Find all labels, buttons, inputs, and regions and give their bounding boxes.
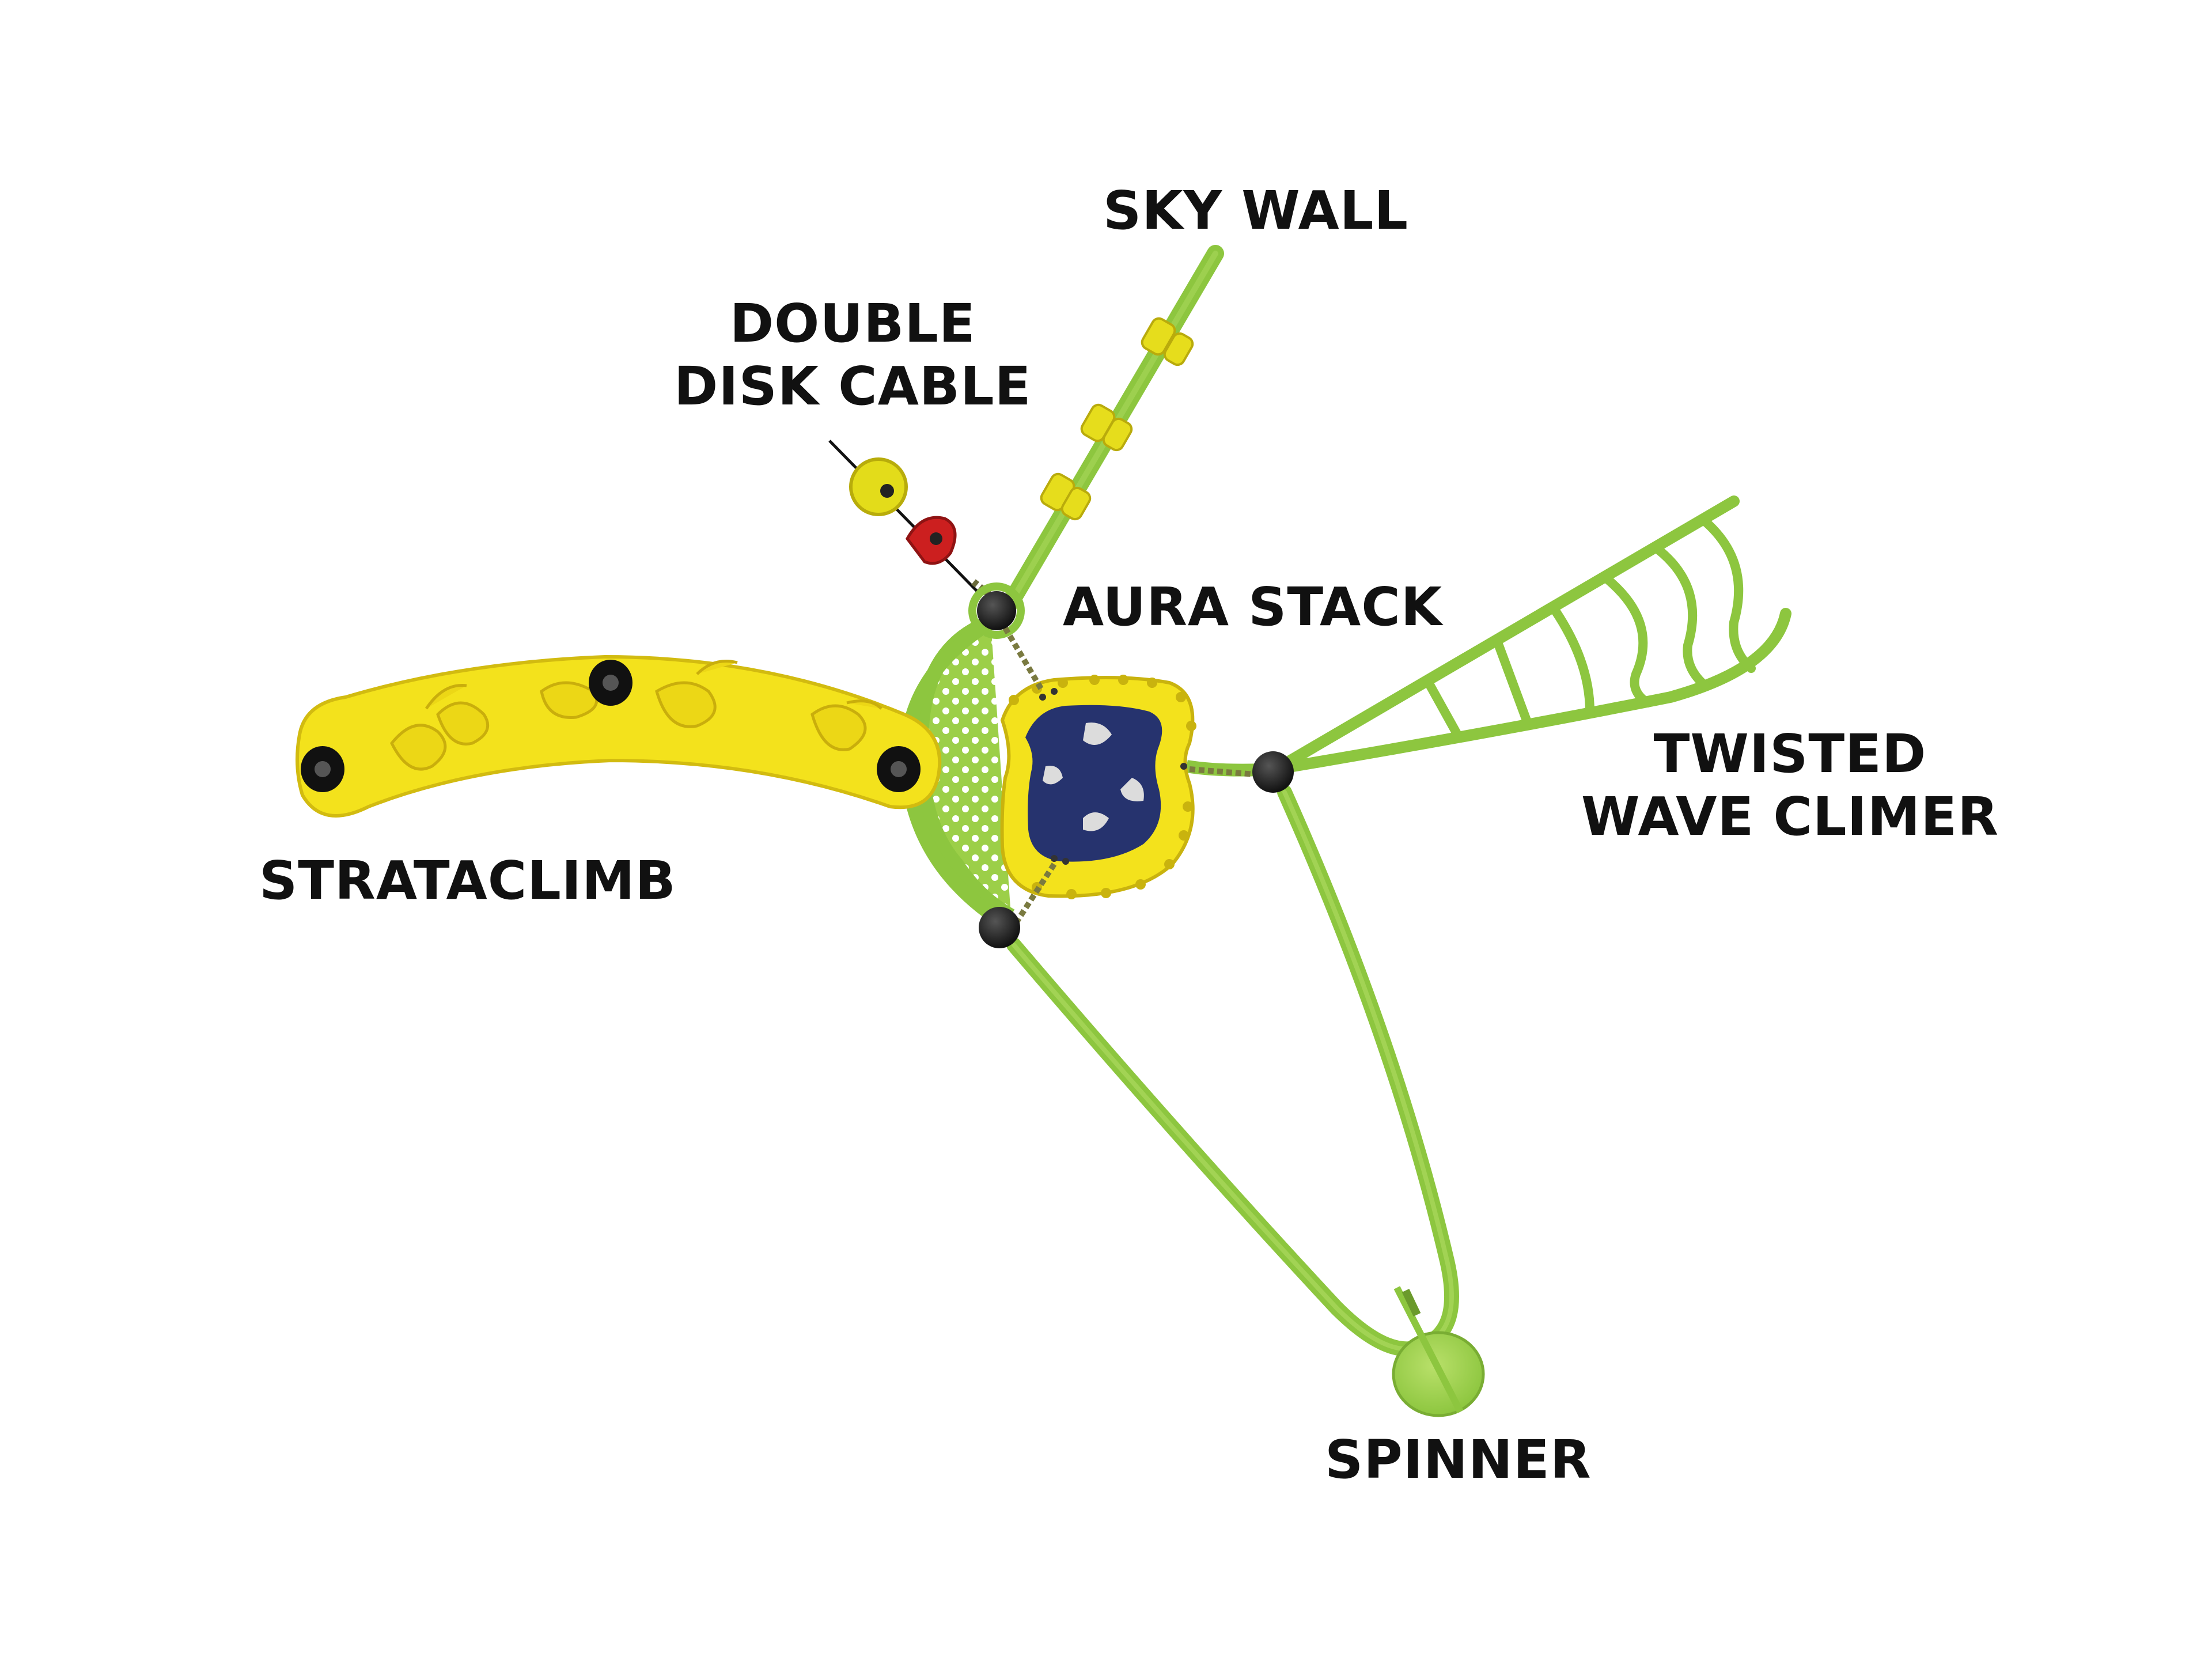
connector-knobs [977,591,1294,948]
label-sky-wall: SKY WALL [1103,180,1408,241]
label-double-disk-cable: DOUBLE DISK CABLE [674,293,1032,418]
aura-stack-holds [1043,722,1144,831]
double-disk-cable [828,440,1005,608]
label-aura-stack: AURA STACK [1063,576,1443,638]
sky-wall-structure [1002,245,1224,611]
label-twisted-wave-climber: TWISTED WAVE CLIMER [1581,723,1999,848]
twisted-wave-climber [1270,495,1791,775]
label-strataclimb: STRATACLIMB [259,850,676,911]
label-double-disk-cable-line-2: DISK CABLE [674,355,1032,417]
label-twisted-wave-climber-line-1: TWISTED [1653,723,1927,785]
strataclimb-holds [390,660,882,771]
aura-stack-ring [968,582,1025,639]
strataclimb-bolts [301,660,921,792]
aura-stack [1000,626,1262,924]
label-spinner: SPINNER [1325,1429,1592,1490]
label-twisted-wave-climber-line-2: WAVE CLIMER [1581,785,1999,847]
label-double-disk-cable-line-1: DOUBLE [729,293,976,354]
sky-wall-holds [1040,317,1194,521]
strataclimb [296,654,942,818]
spinner [1392,1286,1485,1417]
